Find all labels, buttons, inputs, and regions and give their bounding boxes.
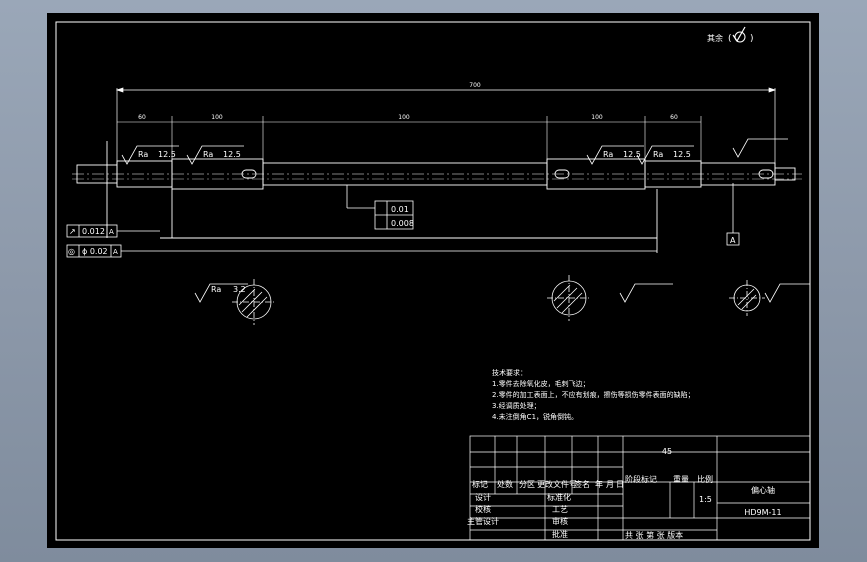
tech-req-item-1: 1.零件去除氧化皮，毛刺飞边； (492, 379, 590, 388)
concentricity-value: ϕ 0.02 (82, 247, 108, 256)
overall-dimension (115, 87, 777, 168)
center-frame-row1: 0.01 (391, 205, 409, 214)
tech-req-item-4: 4.未注倒角C1，锐角倒钝。 (492, 412, 578, 421)
tb-material: 45 (662, 447, 672, 456)
ra-label-4: Ra (653, 150, 663, 159)
center-tolerance-frame (346, 185, 414, 230)
tb-rev-label-3: 分区 (519, 480, 535, 489)
tb-part-name: 偏心轴 (751, 485, 775, 495)
section-ra-label: Ra (211, 285, 221, 294)
tolerance-frame-concentricity (66, 244, 657, 258)
section-ra-value: 3.2 (233, 285, 246, 294)
tech-req-title: 技术要求： (492, 368, 527, 377)
dim-100-left: 100 (211, 114, 223, 121)
roughness-note-paren: ( (728, 34, 732, 44)
tb-left-label-3: 主管设计 (467, 516, 499, 526)
ra-label-1: Ra (138, 150, 148, 159)
datum-label: A (730, 236, 736, 245)
ra-label-3: Ra (603, 150, 613, 159)
cad-canvas: 其余 ( ) 700 60 100 100 100 60 (55, 21, 811, 541)
roughness-note-paren-close: ) (750, 34, 754, 44)
tb-mid-label-1: 标准化 (547, 492, 571, 502)
tb-rev-label-4: 更改文件号 (537, 479, 577, 489)
roughness-circle-icon (734, 31, 746, 43)
shaft-profile (72, 141, 802, 253)
drawing-frame (55, 21, 811, 541)
tb-scale: 1:5 (699, 495, 712, 504)
dim-60-left: 60 (138, 114, 146, 121)
tb-stage-header: 阶段标记 (625, 474, 657, 484)
tb-mid-label-3: 审核 (552, 516, 568, 526)
tb-mid-label-4: 批准 (552, 529, 568, 539)
tb-rev-label-8: 日 (616, 480, 624, 489)
ra-label-2: Ra (203, 150, 213, 159)
runout-symbol-icon: ↗ (69, 227, 76, 236)
segment-dimensions (117, 116, 702, 173)
concentricity-datum: A (113, 248, 118, 256)
section-view-right (729, 280, 810, 316)
tb-rev-label-7: 月 (606, 480, 614, 489)
tech-req-item-2: 2.零件的加工表面上，不应有划痕，擦伤等损伤零件表面的缺陷； (492, 390, 695, 399)
overall-dimension-label: 700 (469, 82, 481, 89)
ra-value-2: 12.5 (223, 150, 241, 159)
ra-value-3: 12.5 (623, 150, 641, 159)
tb-left-label-1: 设计 (475, 492, 491, 502)
tb-rev-label-5: 签名 (574, 479, 590, 489)
concentricity-symbol-icon: ◎ (68, 247, 75, 256)
tb-rev-label-1: 标记 (472, 479, 488, 489)
ra-value-1: 12.5 (158, 150, 176, 159)
tb-sheet-info: 共 张 第 张 版本 (625, 530, 683, 540)
runout-datum: A (109, 228, 114, 236)
tb-rev-label-6: 年 (595, 479, 603, 489)
section-view-left (194, 279, 276, 325)
ra-symbols (121, 138, 788, 165)
ra-value-4: 12.5 (673, 150, 691, 159)
runout-value: 0.012 (82, 227, 105, 236)
roughness-check-icon (732, 26, 746, 43)
dim-60-right: 60 (670, 114, 678, 121)
tech-req-item-3: 3.经调质处理； (492, 401, 541, 410)
dim-100-center: 100 (398, 114, 410, 121)
dim-100-right: 100 (591, 114, 603, 121)
tb-mid-label-2: 工艺 (552, 505, 568, 514)
drawing-sheet: 其余 ( ) 700 60 100 100 100 60 (47, 13, 819, 548)
roughness-note-label: 其余 (707, 33, 723, 43)
center-frame-row2: 0.008 (391, 219, 414, 228)
tb-left-label-2: 校核 (475, 504, 491, 514)
tb-scale-header: 比例 (697, 474, 713, 484)
datum-marker (726, 183, 740, 246)
tb-drawing-no: HD9M-11 (744, 508, 781, 517)
tb-rev-label-2: 处数 (497, 479, 513, 489)
title-block (469, 435, 811, 541)
tolerance-frame-runout (66, 224, 160, 238)
tb-weight-header: 重量 (673, 474, 689, 484)
section-view-middle (547, 275, 673, 321)
